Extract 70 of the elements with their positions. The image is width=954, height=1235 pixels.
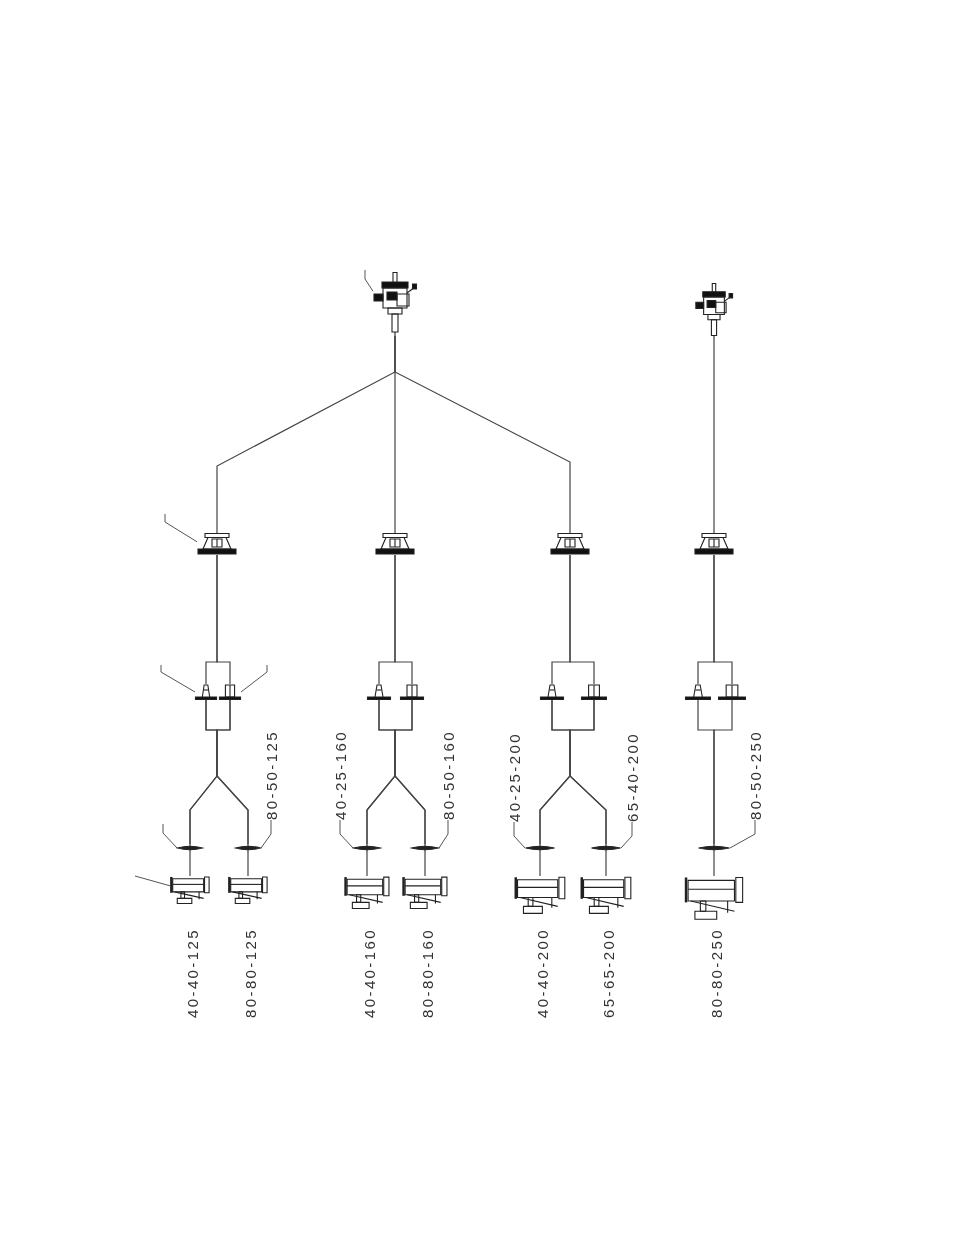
leader-line (164, 513, 198, 543)
stuffing-box-drawing (400, 684, 424, 700)
size-label: 65-65-200 (600, 928, 616, 1018)
size-label: 40-40-160 (361, 928, 377, 1018)
size-label: 80-80-160 (419, 928, 435, 1018)
bearing-pedestal-drawing (375, 533, 415, 555)
connector-line (569, 554, 595, 685)
connector-line (366, 851, 368, 877)
pump-casing-drawing (228, 876, 268, 904)
leader-line (364, 269, 374, 292)
power-frame-drawing (373, 272, 417, 336)
impeller-drawing (698, 844, 730, 852)
leader-line (260, 819, 272, 849)
size-label: 80-80-125 (242, 928, 258, 1018)
bearing-pedestal-drawing (197, 533, 237, 555)
pump-casing-drawing (514, 876, 566, 914)
seal-chamber-drawing (367, 684, 391, 700)
impeller-drawing (591, 844, 621, 852)
leader-line (729, 819, 756, 849)
size-label: 40-40-200 (534, 928, 550, 1018)
leader-line (160, 664, 196, 693)
pump-casing-drawing (344, 876, 390, 909)
impeller-drawing (177, 844, 203, 852)
size-label: 40-25-160 (332, 730, 348, 820)
impeller-drawing (411, 844, 439, 852)
connector-line (569, 699, 607, 845)
leader-line (438, 819, 449, 849)
seal-chamber-drawing (195, 684, 217, 700)
impeller-drawing (235, 844, 261, 852)
seal-chamber-drawing (685, 684, 711, 700)
connector-line (424, 851, 426, 877)
connector-line (394, 335, 571, 534)
leader-line (134, 875, 171, 887)
bearing-pedestal-drawing (694, 533, 734, 555)
stuffing-box-drawing (219, 684, 241, 700)
connector-line (713, 851, 715, 877)
bearing-pedestal-drawing (550, 533, 590, 555)
connector-line (539, 851, 541, 877)
size-label: 40-25-200 (506, 732, 522, 822)
seal-chamber-drawing (540, 684, 564, 700)
connector-line (605, 851, 607, 877)
leader-line (339, 819, 354, 849)
size-label: 80-50-125 (263, 730, 279, 820)
connector-line (189, 851, 191, 877)
size-label: 80-50-250 (747, 730, 763, 820)
connector-line (394, 554, 413, 685)
size-label: 80-80-250 (708, 928, 724, 1018)
pump-casing-drawing (170, 876, 210, 904)
stuffing-box-drawing (581, 684, 607, 700)
impeller-drawing (353, 844, 381, 852)
pump-casing-drawing (684, 876, 744, 920)
connector-line (216, 699, 249, 845)
connector-line (216, 554, 231, 685)
connector-line (713, 554, 733, 685)
leader-line (162, 823, 178, 849)
leader-line (513, 821, 526, 849)
pump-casing-drawing (402, 876, 448, 909)
stuffing-box-drawing (718, 684, 746, 700)
impeller-drawing (525, 844, 555, 852)
leader-line (240, 664, 268, 693)
connector-line (713, 699, 733, 845)
connector-line (394, 699, 426, 845)
size-label: 80-50-160 (440, 730, 456, 820)
connector-line (713, 338, 715, 534)
leader-line (620, 821, 633, 849)
pump-casing-drawing (580, 876, 632, 914)
power-frame-drawing (695, 283, 733, 339)
size-label: 40-40-125 (184, 928, 200, 1018)
connector-line (247, 851, 249, 877)
size-label: 65-40-200 (624, 732, 640, 822)
